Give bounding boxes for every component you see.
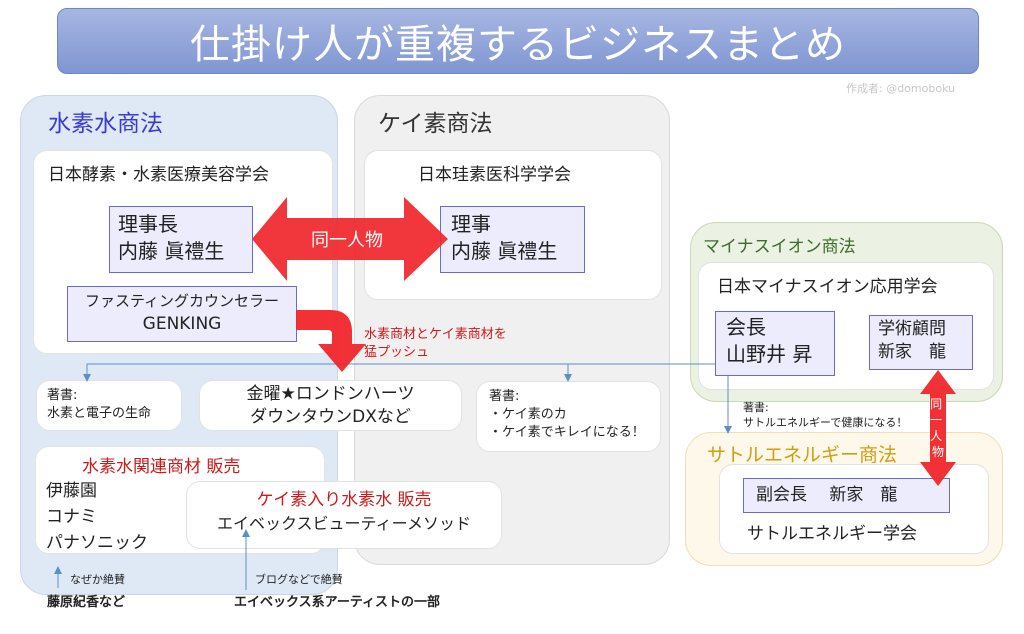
subtle-society-name: サトルエネルギー学会 [747,524,917,544]
hydrogen-book-card: 著書: 水素と電子の生命 [36,380,182,431]
company-panasonic: パナソニック [46,533,148,553]
counselor-title: ファスティングカウンセラー [84,292,280,310]
same-person-double-arrow [252,197,448,281]
minus-ion-chair-box: 会長 山野井 昇 [715,311,835,376]
endorser-left-note: なぜか絶賛 [70,573,125,586]
book-title: ・ケイ素のカ [489,407,567,422]
endorser-right-note: ブログなどで絶賛 [255,573,343,586]
hydrogen-panel-title: 水素水商法 [48,111,163,137]
hydrogen-sales-title: 水素水関連商材 販売 [82,457,241,477]
role-title: 理事 [451,212,491,236]
same-person-label: 同一人物 [311,230,383,251]
silicon-sales-card: ケイ素入り水素水 販売 エイベックスビューティーメソッド [186,481,502,549]
role-title: 理事長 [118,212,178,236]
hydrogen-sales-companies: 伊藤園 コナミ パナソニック [46,478,148,556]
minus-ion-book: 著書: サトルエネルギーで健康になる！ [743,400,907,430]
push-note: 水素商材とケイ素商材を 猛プッシュ [364,326,507,362]
person-name: 新家 龍 [878,342,946,362]
push-note-line1: 水素商材とケイ素商材を [364,327,507,342]
company-konami: コナミ [46,507,97,527]
author-credit: 作成者: @domoboku [846,82,956,95]
tv-appearances-card: 金曜★ロンドンハーツ ダウンタウンDXなど [199,380,462,431]
subtle-vice-chair-box: 副会長 新家 龍 [743,478,950,513]
tv-show-1: 金曜★ロンドンハーツ [246,384,415,404]
endorser-right-name: エイベックス系アーティストの一部 [234,595,441,610]
book-title: ・ケイ素でキレイになる！ [489,425,645,440]
silicon-director-box: 理事 内藤 眞禮生 [440,206,585,273]
page-title: 仕掛け人が重複するビジネスまとめ [57,8,979,74]
role-title: 会長 [726,315,766,339]
connector-line-top [83,363,715,382]
subtle-panel-title: サトルエネルギー商法 [707,444,898,466]
book-label: 著書: [743,401,769,414]
counselor-name: GENKING [142,314,222,334]
book-title: サトルエネルギーで健康になる！ [743,416,908,429]
hydrogen-chairman-box: 理事長 内藤 眞禮生 [109,206,253,273]
minus-ion-panel-title: マイナスイオン商法 [703,237,856,257]
fasting-counselor-box: ファスティングカウンセラー GENKING [67,286,297,342]
role-title: 学術顧問 [878,319,946,339]
book-label: 著書: [47,388,78,403]
silicon-sales-company: エイベックスビューティーメソッド [217,514,471,533]
same-person-vertical-arrow [920,370,956,486]
person-name: 山野井 昇 [726,342,813,366]
silicon-books-card: 著書: ・ケイ素のカ ・ケイ素でキレイになる！ [476,381,661,452]
silicon-sales-title: ケイ素入り水素水 販売 [256,490,432,510]
tv-show-2: ダウンタウンDXなど [250,407,411,427]
company-ito-en: 伊藤園 [46,481,97,501]
person-name: 内藤 眞禮生 [118,239,225,263]
push-arrow [296,310,366,372]
minus-ion-society-name: 日本マイナスイオン応用学会 [717,277,938,297]
same-person-vertical-label: 同 一 人 物 [930,397,946,459]
books-label: 著書: [489,389,520,404]
book-title: 水素と電子の生命 [47,406,152,421]
minus-ion-advisor-box: 学術顧問 新家 龍 [869,315,973,370]
endorser-left-name: 藤原紀香など [47,595,126,610]
hydrogen-society-name: 日本酵素・水素医療美容学会 [48,165,269,185]
person-name: 内藤 眞禮生 [451,239,558,263]
silicon-panel-title: ケイ素商法 [378,111,493,137]
push-note-line2: 猛プッシュ [364,345,430,360]
silicon-society-name: 日本珪素医科学学会 [418,165,571,185]
